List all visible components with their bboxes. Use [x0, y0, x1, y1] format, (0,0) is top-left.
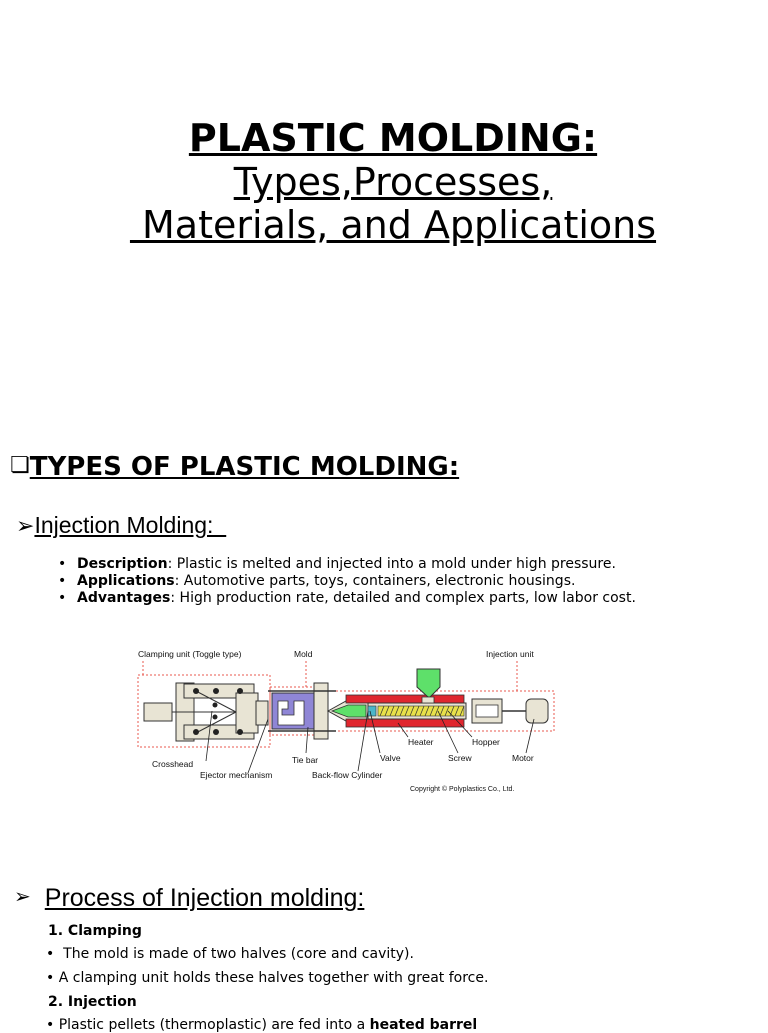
- motor-shape: [525, 698, 549, 724]
- platen-rear: [143, 702, 173, 722]
- bullet-text: The mold is made of two halves (core and…: [54, 946, 414, 962]
- types-section-heading: ❏TYPES OF PLASTIC MOLDING:: [10, 452, 459, 482]
- mold-label: Mold: [294, 649, 313, 659]
- copyright-label: Copyright © Polyplastics Co., Ltd.: [410, 785, 514, 793]
- page-title: PLASTIC MOLDING:: [188, 116, 598, 160]
- list-item: Description: Plastic is melted and injec…: [58, 556, 648, 573]
- injection-heading-text: Injection Molding:: [34, 512, 227, 538]
- step-clamping: 1. Clamping: [48, 923, 142, 939]
- bullet-text: Plastic pellets (thermoplastic) are fed …: [58, 1017, 370, 1033]
- bullet-text: : Plastic is melted and injected into a …: [167, 556, 616, 572]
- bullet-text: : Automotive parts, toys, containers, el…: [174, 573, 576, 589]
- heater-label: Heater: [408, 737, 434, 747]
- arrow-bullet-icon: ➢: [16, 514, 35, 539]
- checkbox-bullet-icon: ❏: [10, 453, 30, 478]
- bullet-label: Description: [77, 556, 168, 572]
- injection-molding-heading: ➢Injection Molding:: [16, 512, 226, 539]
- list-item: Applications: Automotive parts, toys, co…: [58, 573, 648, 590]
- tie-bar-label: Tie bar: [292, 755, 318, 765]
- step-injection: 2. Injection: [48, 994, 137, 1010]
- page-subtitle-line1: Types,Processes,: [233, 160, 553, 204]
- screw-label: Screw: [448, 753, 472, 763]
- page-subtitle-line2: Materials, and Applications: [129, 203, 657, 247]
- heater-top: [345, 694, 465, 704]
- hopper-label: Hopper: [472, 737, 500, 747]
- bullet-text: A clamping unit holds these halves toget…: [58, 970, 489, 986]
- list-item: • A clamping unit holds these halves tog…: [46, 970, 489, 986]
- bullet-text: : High production rate, detailed and com…: [170, 590, 636, 606]
- process-heading-text: Process of Injection molding:: [44, 884, 365, 912]
- list-item: • Plastic pellets (thermoplastic) are fe…: [46, 1017, 478, 1033]
- clamping-unit-label: Clamping unit (Toggle type): [138, 649, 242, 659]
- injection-bullets: Description: Plastic is melted and injec…: [58, 556, 648, 607]
- hopper-shape: [416, 668, 441, 698]
- injection-unit-label: Injection unit: [486, 649, 534, 659]
- arrow-bullet-icon: ➢: [14, 884, 31, 908]
- crosshead-label: Crosshead: [152, 759, 193, 769]
- ejector-label: Ejector mechanism: [200, 770, 272, 780]
- bullet-label: Advantages: [77, 590, 171, 606]
- process-heading: ➢ Process of Injection molding:: [14, 884, 364, 913]
- bullet-label: Applications: [77, 573, 175, 589]
- bullet-bold-text: heated barrel: [369, 1017, 478, 1033]
- motor-label: Motor: [512, 753, 534, 763]
- types-heading-text: TYPES OF PLASTIC MOLDING:: [29, 452, 460, 482]
- valve-label: Valve: [380, 753, 401, 763]
- heater-bottom: [345, 718, 465, 728]
- injection-molding-machine-diagram: Clamping unit (Toggle type) Mold Injecti…: [137, 649, 555, 793]
- backflow-label: Back-flow Cylinder: [312, 770, 383, 780]
- title-block: PLASTIC MOLDING: Types,Processes, Materi…: [0, 115, 768, 247]
- list-item: • The mold is made of two halves (core a…: [46, 946, 414, 962]
- list-item: Advantages: High production rate, detail…: [58, 590, 648, 607]
